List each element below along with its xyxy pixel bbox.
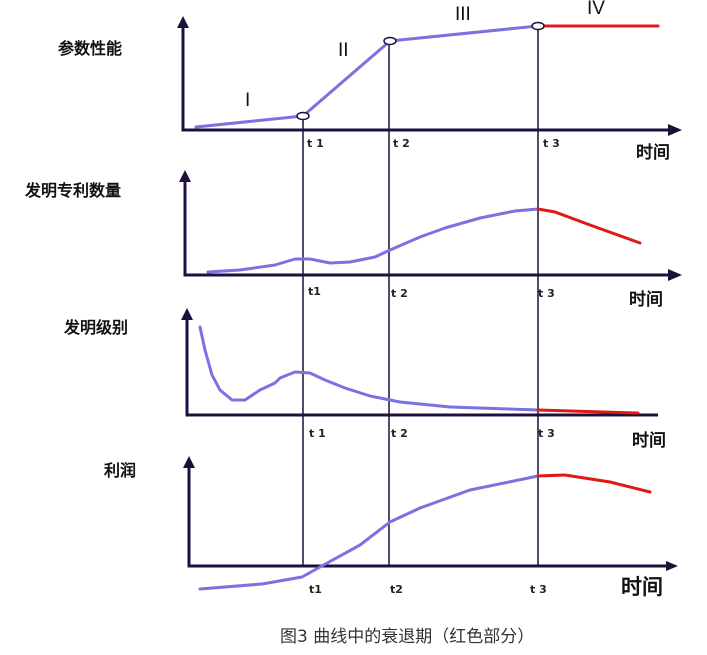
tick-label: t 1 [309, 427, 326, 440]
x-axis-arrow [668, 124, 682, 136]
growth-curve [198, 325, 540, 412]
growth-curve [206, 207, 540, 274]
panel-title: 发明级别 [63, 318, 128, 337]
tick-label: t 3 [538, 427, 555, 440]
stage-label: III [455, 4, 471, 25]
axes [183, 180, 672, 277]
x-axis-label: 时间 [621, 575, 663, 599]
x-axis-arrow [666, 561, 678, 571]
tick-label: t 3 [538, 287, 555, 300]
decline-curve [536, 408, 640, 415]
axes [187, 466, 672, 568]
tick-label: t 3 [530, 583, 547, 596]
tick-label: t 2 [391, 427, 408, 440]
decline-curve [536, 473, 652, 494]
axes [181, 26, 672, 132]
panel-title: 利润 [104, 461, 136, 480]
figure-caption: 图3 曲线中的衰退期（红色部分） [280, 627, 534, 647]
tick-label: t 2 [391, 287, 408, 300]
stage-label: II [338, 40, 349, 61]
panel-invention-level: 发明级别 t 1 t 2 t 3 时间 [63, 308, 666, 451]
axes [185, 318, 658, 417]
panel-title: 发明专利数量 [24, 181, 121, 200]
y-axis-arrow [181, 308, 193, 320]
stage-label: I [245, 90, 250, 111]
panel-profit: 利润 t1 t2 t 3 时间 [104, 456, 678, 599]
tick-label: t 2 [393, 137, 410, 150]
panel-performance: 参数性能 I II III IV t 1 t 2 t 3 时间 [58, 0, 682, 163]
decline-curve [536, 207, 642, 245]
tick-label: t 1 [307, 137, 324, 150]
growth-curve [198, 474, 540, 591]
y-axis-arrow [183, 456, 195, 468]
tick-label: t1 [309, 583, 322, 596]
tick-label: t 3 [543, 137, 560, 150]
growth-curve [194, 24, 540, 129]
t2-point [383, 36, 397, 46]
y-axis-arrow [177, 16, 189, 28]
t1-point [296, 111, 310, 121]
tick-label: t2 [390, 583, 403, 596]
x-axis-label: 时间 [636, 142, 670, 163]
t3-point [531, 21, 545, 31]
x-axis-label: 时间 [629, 289, 663, 310]
panel-title: 参数性能 [58, 39, 122, 58]
x-axis-label: 时间 [632, 430, 666, 451]
panel-patents: 发明专利数量 t1 t 2 t 3 时间 [24, 170, 682, 310]
x-axis-arrow [668, 269, 682, 281]
tick-label: t1 [308, 285, 321, 298]
y-axis-arrow [179, 170, 191, 182]
stage-label: IV [587, 0, 605, 19]
